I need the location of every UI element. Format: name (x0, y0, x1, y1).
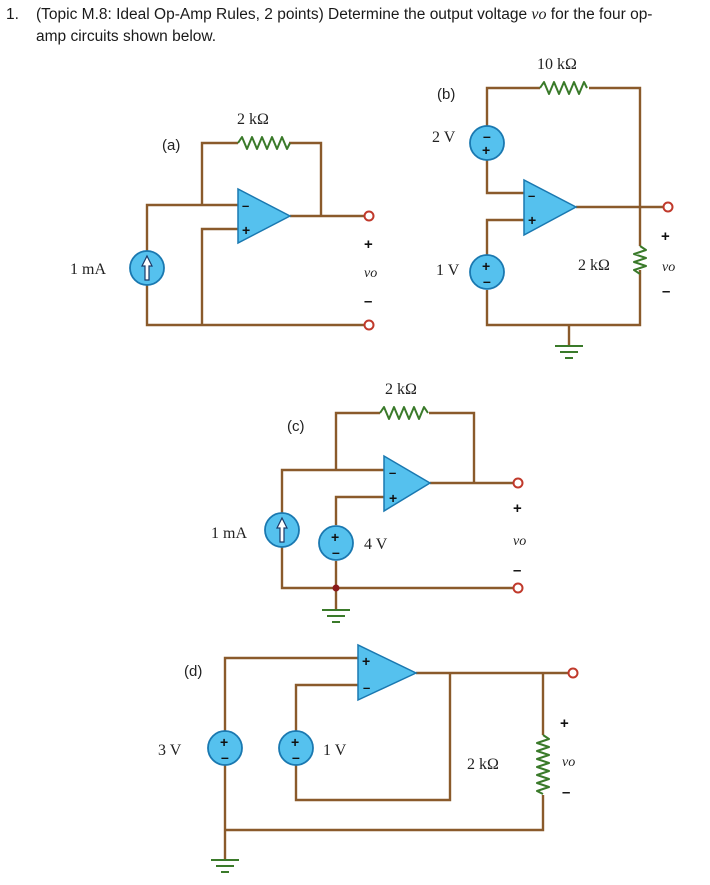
circuit-a-source-value: 1 mA (70, 261, 106, 278)
circuit-c-ground-icon (322, 609, 350, 623)
circuit-d-left-source-value: 3 V (158, 742, 182, 759)
circuit-a-opamp (237, 187, 292, 245)
circuit-c-resistor-value: 2 kΩ (385, 381, 417, 398)
circuit-d-out-var: vo (562, 755, 575, 770)
circuit-b-opamp (523, 178, 578, 237)
circuit-a-out-var: vo (364, 266, 377, 281)
circuit-b-label: (b) (437, 86, 455, 103)
circuit-d-load-resistor (536, 734, 550, 795)
circuit-c-label: (c) (287, 418, 305, 435)
circuit-d-out-plus: + (560, 715, 569, 732)
circuit-c-source-minus: – (332, 544, 340, 560)
circuit-d-ground-icon (211, 859, 239, 873)
circuit-b-wires (485, 86, 668, 346)
circuit-c-junction-node (332, 584, 340, 592)
circuit-a-opamp-minus: – (242, 198, 249, 213)
circuit-c-output-terminal (512, 477, 524, 489)
circuit-b-top-source-value: 2 V (432, 129, 456, 146)
circuit-d-output-terminal (567, 667, 579, 679)
circuit-c-source-plus: + (331, 529, 339, 545)
circuit-b-load-resistor-value: 2 kΩ (578, 257, 610, 274)
circuit-b-feedback-resistor-value: 10 kΩ (537, 56, 577, 73)
circuit-d-left-source-plus: + (220, 734, 228, 750)
circuit-c-out-plus: + (513, 500, 522, 517)
circuit-a-output-terminal (363, 210, 375, 222)
circuit-c-ground-terminal (512, 582, 524, 594)
circuit-b-output-terminal (662, 201, 674, 213)
circuit-d-out-minus: – (562, 784, 570, 801)
circuit-c-out-minus: – (513, 562, 521, 579)
circuit-d-opamp (357, 643, 418, 702)
circuit-c-opamp-plus: + (389, 490, 397, 506)
circuit-d-opamp-plus: + (362, 653, 370, 669)
circuit-b-bottom-source-plus: + (482, 258, 490, 274)
circuit-d-load-resistor-value: 2 kΩ (467, 756, 499, 773)
circuit-c-out-var: vo (513, 534, 526, 549)
circuit-b-bottom-source-minus: – (483, 273, 491, 289)
circuit-d-right-voltage-source (278, 730, 314, 766)
circuit-d-opamp-minus: – (363, 680, 370, 695)
circuit-b-out-var: vo (662, 260, 675, 275)
output-voltage-symbol: vo (531, 6, 547, 23)
circuit-c-resistor (379, 406, 429, 420)
circuit-b-top-voltage-source (469, 125, 505, 161)
circuit-a-out-minus: – (364, 293, 372, 310)
circuit-d: (d) + – 2 kΩ + – 3 V + – 1 V + vo – (158, 643, 579, 873)
question-line-1-start: (Topic M.8: Ideal Op-Amp Rules, 2 points… (36, 6, 532, 23)
circuit-a-resistor (237, 136, 291, 150)
circuit-a-label: (a) (162, 137, 180, 154)
circuit-b-opamp-minus: – (528, 188, 535, 203)
circuit-a-resistor-value: 2 kΩ (237, 111, 269, 128)
circuit-d-left-source-minus: – (221, 749, 229, 765)
circuit-b-out-minus: – (662, 283, 670, 300)
question-line-2: amp circuits shown below. (36, 28, 217, 45)
circuit-c-opamp (383, 454, 432, 513)
circuit-a-wires (145, 141, 369, 327)
circuit-a-opamp-plus: + (242, 222, 250, 238)
circuit-d-wires (223, 656, 573, 860)
circuit-b-ground-icon (555, 345, 583, 359)
circuit-a-out-plus: + (364, 236, 373, 253)
circuit-c-current-source-value: 1 mA (211, 525, 247, 542)
circuit-b-opamp-plus: + (528, 212, 536, 228)
circuit-b: (b) 10 kΩ 2 kΩ – + – + 2 V + – 1 V + vo … (432, 56, 675, 359)
circuit-b-top-source-minus: – (483, 128, 491, 144)
circuit-c-wires (280, 411, 518, 610)
question-line-1: (Topic M.8: Ideal Op-Amp Rules, 2 points… (36, 4, 652, 26)
circuit-a-ground-terminal (363, 319, 375, 331)
circuit-d-right-source-plus: + (291, 734, 299, 750)
circuit-c-current-arrow-icon (276, 516, 288, 543)
circuit-a-current-arrow-icon (141, 254, 153, 281)
circuit-b-feedback-resistor (539, 81, 588, 95)
circuit-d-right-source-minus: – (292, 749, 300, 765)
circuit-d-left-voltage-source (207, 730, 243, 766)
circuit-d-right-source-value: 1 V (323, 742, 347, 759)
circuit-b-load-resistor (633, 245, 647, 275)
circuit-c-opamp-minus: – (389, 465, 396, 480)
circuit-a: (a) 2 kΩ – + 1 mA + vo – (70, 111, 377, 331)
circuit-c-voltage-source (318, 525, 354, 561)
question-line-1-end: for the four op- (546, 6, 653, 23)
circuit-b-out-plus: + (661, 228, 670, 245)
circuit-b-top-source-plus: + (482, 142, 490, 158)
circuit-b-bottom-source-value: 1 V (436, 262, 460, 279)
circuit-b-bottom-voltage-source (469, 254, 505, 290)
circuit-d-label: (d) (184, 663, 202, 680)
question-number: 1. (6, 6, 19, 23)
circuit-c: (c) 2 kΩ – + 1 mA + – 4 V + vo – (211, 381, 526, 623)
circuit-c-voltage-source-value: 4 V (364, 536, 388, 553)
